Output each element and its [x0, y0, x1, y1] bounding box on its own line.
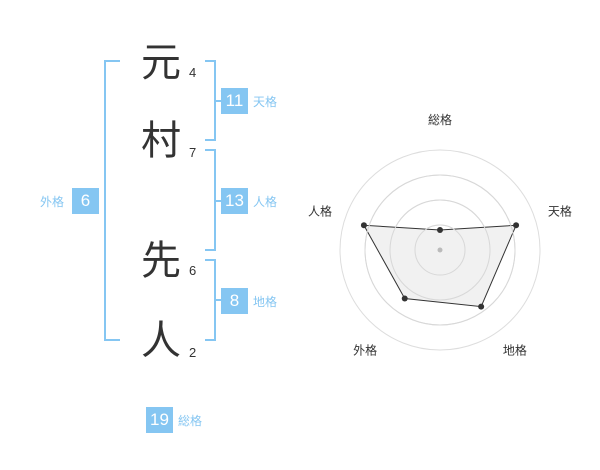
- tenkaku-tick: [216, 100, 221, 102]
- radar-point-4: [401, 295, 408, 302]
- soukaku-value-box: 19: [146, 407, 173, 433]
- chikaku-label: 地格: [253, 295, 278, 309]
- radar-axis-label-4: 外格: [353, 342, 377, 357]
- chikaku-tick: [216, 299, 221, 301]
- soukaku-label: 総格: [178, 414, 203, 428]
- radar-ring-overlay-2: [389, 199, 491, 301]
- radar-ring-overlay-1: [414, 224, 466, 276]
- radar-area: [363, 224, 517, 308]
- jinkaku-bracket: [205, 149, 216, 251]
- tenkaku-bracket: [205, 60, 216, 141]
- tenkaku-label: 天格: [253, 95, 278, 109]
- jinkaku-label: 人格: [253, 195, 278, 209]
- gaikaku-value-box: 6: [72, 188, 99, 214]
- radar-center-dot: [437, 247, 443, 253]
- stroke-count-1: 4: [189, 65, 197, 80]
- radar-axis-label-5: 人格: [308, 204, 332, 219]
- tenkaku-value-box: 11: [221, 88, 248, 114]
- gaikaku-label: 外格: [40, 195, 65, 209]
- radar-axis-label-3: 地格: [503, 342, 527, 357]
- jinkaku-value-box: 13: [221, 188, 248, 214]
- chikaku-bracket: [205, 259, 216, 341]
- radar-point-5: [360, 222, 367, 229]
- chikaku-value-box: 8: [221, 288, 248, 314]
- name-char-4: 人: [141, 318, 181, 364]
- stroke-count-3: 6: [189, 263, 197, 278]
- radar-axis-label-2: 天格: [548, 204, 572, 219]
- gaikaku-bracket: [104, 60, 120, 341]
- jinkaku-tick: [216, 200, 221, 202]
- radar-ring-overlay-3: [364, 174, 516, 326]
- radar-axis-label-1: 総格: [428, 112, 452, 127]
- radar-point-3: [478, 303, 485, 310]
- radar-point-1: [437, 227, 443, 233]
- name-char-1: 元: [141, 40, 181, 86]
- stroke-count-2: 7: [189, 145, 197, 160]
- stroke-count-4: 2: [189, 345, 197, 360]
- name-char-3: 先: [141, 238, 181, 284]
- name-char-2: 村: [141, 118, 181, 164]
- radar-point-2: [513, 222, 520, 229]
